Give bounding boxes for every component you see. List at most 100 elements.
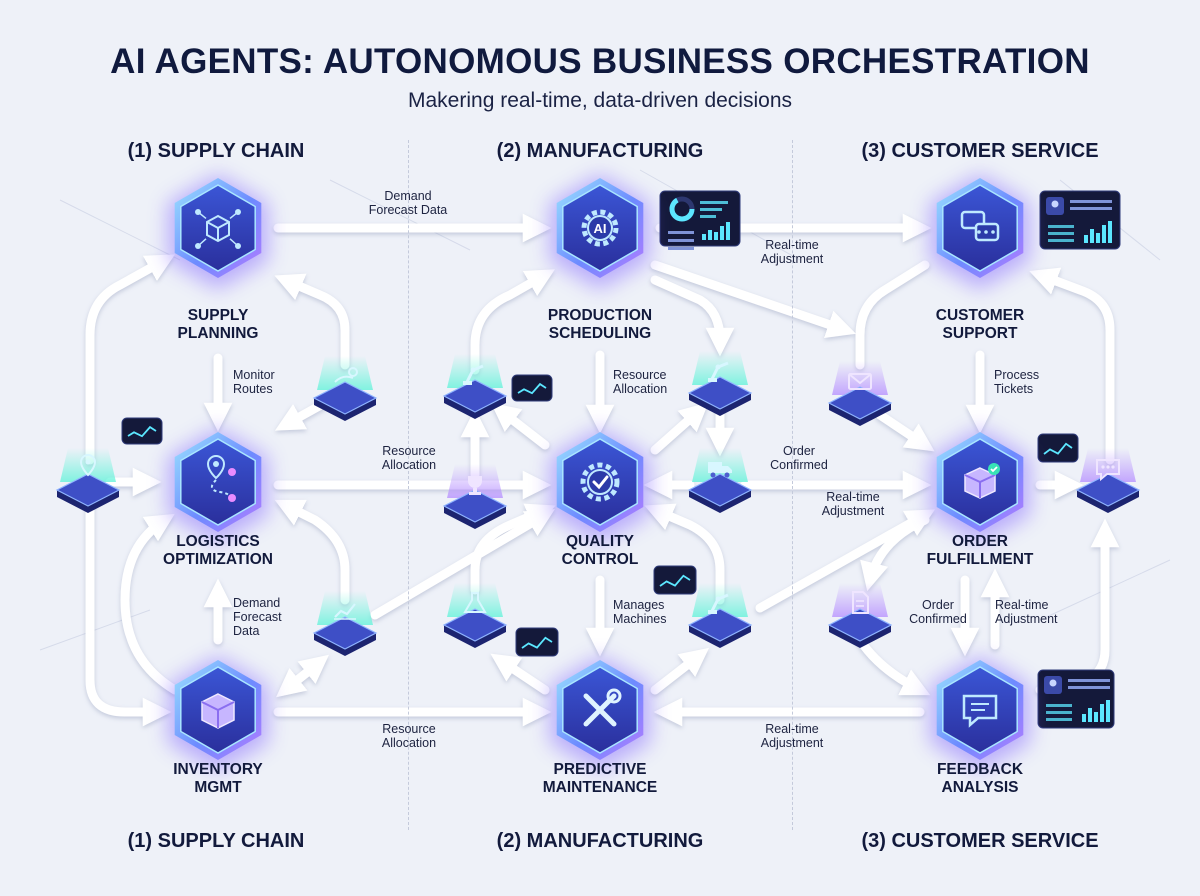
agent-node-predictive-maintenance[interactable]: [549, 656, 651, 772]
tile-map-route[interactable]: [312, 356, 378, 421]
svg-text:AI: AI: [594, 221, 607, 236]
tile-trophy[interactable]: [442, 464, 508, 529]
mini-chart-maintenance: [515, 627, 559, 657]
tile-flask[interactable]: [442, 583, 508, 648]
arrow-flasktile-to-qc: [470, 503, 556, 595]
tile-top: [442, 489, 508, 523]
mini-chart-quality: [653, 565, 697, 595]
tile-side: [1077, 490, 1139, 513]
tile-robot-arm[interactable]: [687, 351, 753, 416]
agent-node-quality-control[interactable]: [549, 428, 651, 544]
page-title: AI AGENTS: AUTONOMOUS BUSINESS ORCHESTRA…: [110, 42, 1090, 81]
tile-side: [314, 633, 376, 656]
mail-icon: [848, 373, 872, 390]
delivery-truck-icon: [708, 462, 732, 478]
arrow-armtile2-to-fulfillment: [755, 509, 936, 613]
agent-node-inventory-mgmt[interactable]: [167, 656, 269, 772]
column-header-supply-chain: (1) SUPPLY CHAIN: [127, 140, 305, 162]
arrow-tile-to-supply: [85, 254, 176, 465]
arrow-charttile-to-qc: [370, 509, 555, 620]
tile-location-pin[interactable]: [55, 448, 121, 513]
agent-node-feedback-analysis[interactable]: [929, 656, 1031, 772]
wrench-screwdriver-icon: [583, 688, 622, 727]
dashboard-panel-production: [659, 190, 741, 250]
tile-side: [57, 490, 119, 513]
dashboard-panels: [121, 190, 1121, 729]
tile-beam: [1080, 448, 1136, 482]
tile-side: [829, 625, 891, 648]
tile-beam: [447, 583, 503, 617]
tile-side: [444, 396, 506, 419]
tile-side: [829, 403, 891, 426]
column-header-customer-service: (3) CUSTOMER SERVICE: [861, 140, 1099, 162]
tile-beam: [317, 356, 373, 390]
tile-delivery-truck[interactable]: [687, 448, 753, 513]
dashboard-panel-feedback: [1037, 669, 1115, 729]
page-subtitle: Makering real-time, data-driven decision…: [408, 89, 792, 112]
tile-top: [312, 616, 378, 650]
agent-node-order-fulfillment[interactable]: [929, 428, 1031, 544]
agent-node-customer-support[interactable]: [929, 174, 1031, 290]
tile-mail[interactable]: [827, 361, 893, 426]
tile-beam: [832, 583, 888, 617]
arrow-fulfillment-to-doctile: [860, 515, 930, 592]
check-gear-icon: [580, 462, 620, 502]
tile-side: [444, 625, 506, 648]
tile-top: [827, 386, 893, 420]
arrow-doctile-to-feedback: [855, 635, 931, 696]
tile-beam: [60, 448, 116, 482]
robot-arm-icon: [463, 364, 484, 385]
mini-chart-production: [511, 374, 553, 402]
tile-top: [442, 379, 508, 413]
agent-nodes: AI: [167, 174, 1031, 772]
tile-top: [687, 376, 753, 410]
tile-robot-arm[interactable]: [687, 583, 753, 648]
cube-network-icon: [195, 209, 241, 249]
agent-node-logistics-optimization[interactable]: [167, 428, 269, 544]
arrow-armtile2-to-qc: [644, 503, 725, 605]
tile-beam: [832, 361, 888, 395]
column-header-manufacturing: (2) MANUFACTURING: [496, 140, 704, 162]
tile-chat[interactable]: [1075, 448, 1141, 513]
tile-robot-arm[interactable]: [442, 354, 508, 419]
tile-top: [1075, 473, 1141, 507]
arrow-robottile-to-production: [470, 269, 556, 375]
tile-side: [314, 398, 376, 421]
trophy-icon: [468, 476, 482, 495]
tile-document[interactable]: [827, 583, 893, 648]
tile-growth-chart[interactable]: [312, 591, 378, 656]
arrow-qc-to-armtile: [650, 402, 709, 455]
robot-arm-icon: [708, 361, 729, 382]
tile-top: [827, 608, 893, 642]
tile-top: [687, 473, 753, 507]
agent-node-supply-planning[interactable]: [167, 174, 269, 290]
arrow-maintenance-to-armtile2: [650, 647, 710, 695]
arrow-maptile-to-supply: [274, 273, 350, 370]
growth-chart-icon: [334, 603, 356, 620]
tile-side: [689, 490, 751, 513]
connection-arrows: [85, 213, 1120, 727]
box-icon: [201, 693, 235, 729]
tile-beam: [317, 591, 373, 625]
column-footer-customer-service: (3) CUSTOMER SERVICE: [861, 830, 1099, 852]
tile-side: [689, 393, 751, 416]
arrow-chattile-to-support: [1029, 267, 1115, 465]
tile-top: [312, 381, 378, 415]
mini-chart-fulfillment: [1037, 433, 1079, 463]
message-icon: [962, 694, 998, 728]
arrow-charttile-to-logistics: [274, 499, 350, 605]
agent-node-production-scheduling[interactable]: AI: [549, 174, 651, 290]
